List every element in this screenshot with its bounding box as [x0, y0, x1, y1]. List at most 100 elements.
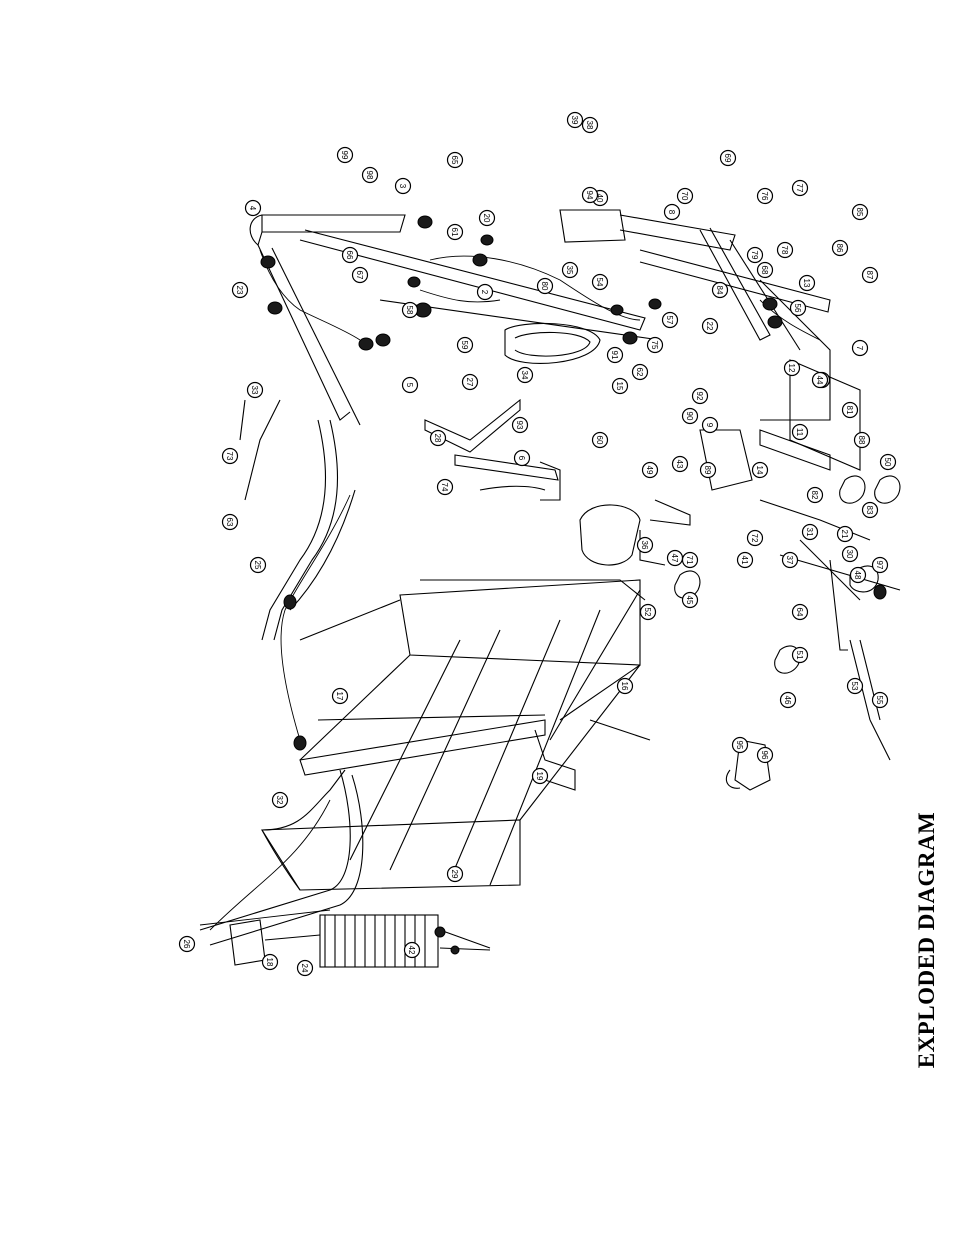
callout-11: 11 [791, 423, 809, 441]
callout-circle [676, 187, 694, 205]
callout-96: 96 [756, 746, 774, 764]
callout-circle [591, 431, 609, 449]
callout-label: 65 [450, 156, 459, 165]
callout-circle [221, 513, 239, 531]
callout-label: 54 [595, 278, 604, 287]
callout-90: 90 [681, 407, 699, 425]
pulleys [260, 215, 887, 955]
callout-label: 90 [685, 412, 694, 421]
callout-label: 66 [345, 251, 354, 260]
callout-82: 82 [806, 486, 824, 504]
callout-24: 24 [296, 959, 314, 977]
callout-55: 55 [871, 691, 889, 709]
callout-label: 57 [665, 316, 674, 325]
callout-label: 14 [755, 466, 764, 475]
callout-circle [561, 261, 579, 279]
callout-label: 68 [760, 266, 769, 275]
callout-label: 6 [517, 456, 526, 461]
callout-label: 98 [365, 171, 374, 180]
callout-14: 14 [751, 461, 769, 479]
callout-circle [746, 529, 764, 547]
callout-circle [861, 266, 879, 284]
callout-label: 83 [865, 506, 874, 515]
callout-circle [221, 447, 239, 465]
callout-63: 63 [221, 513, 239, 531]
callout-circle [341, 246, 359, 264]
callout-57: 57 [661, 311, 679, 329]
callout-47: 47 [666, 549, 684, 567]
callout-43: 43 [671, 455, 689, 473]
callout-99: 99 [336, 146, 354, 164]
callout-66: 66 [341, 246, 359, 264]
callout-label: 42 [407, 946, 416, 955]
callout-label: 64 [795, 608, 804, 617]
callout-label: 61 [450, 228, 459, 237]
callout-circle [681, 591, 699, 609]
callout-circle [701, 416, 719, 434]
callout-circle [401, 301, 419, 319]
callout-69: 69 [719, 149, 737, 167]
callout-4: 4 [244, 199, 262, 217]
callout-label: 94 [585, 191, 594, 200]
callout-circle [429, 429, 447, 447]
callout-88: 88 [853, 431, 871, 449]
callout-74: 74 [436, 478, 454, 496]
callout-53: 53 [846, 677, 864, 695]
callout-circle [566, 111, 584, 129]
callout-label: 87 [865, 271, 874, 280]
callout-label: 69 [723, 154, 732, 163]
callout-circle [261, 953, 279, 971]
callout-label: 46 [783, 696, 792, 705]
callout-circle [871, 556, 889, 574]
callout-circle [581, 116, 599, 134]
callout-label: 55 [875, 696, 884, 705]
callout-label: 47 [670, 554, 679, 563]
callout-95: 95 [731, 736, 749, 754]
callout-label: 38 [585, 121, 594, 130]
callout-label: 67 [355, 271, 364, 280]
callout-circle [461, 373, 479, 391]
callout-circle [783, 359, 801, 377]
callout-label: 5 [405, 383, 414, 388]
callout-34: 34 [516, 366, 534, 384]
callout-73: 73 [221, 447, 239, 465]
callout-circle [646, 336, 664, 354]
callout-21: 21 [836, 525, 854, 543]
callout-circle [791, 603, 809, 621]
callout-41: 41 [736, 551, 754, 569]
callout-label: 7 [855, 346, 864, 351]
callout-25: 25 [249, 556, 267, 574]
callout-87: 87 [861, 266, 879, 284]
callout-label: 79 [750, 251, 759, 260]
callout-label: 73 [225, 452, 234, 461]
callout-circle [736, 551, 754, 569]
callout-circle [836, 525, 854, 543]
callout-circle [178, 935, 196, 953]
callout-label: 3 [398, 184, 407, 189]
callout-label: 60 [595, 436, 604, 445]
frame-lines [199, 209, 901, 968]
callout-label: 2 [480, 290, 489, 295]
callout-label: 51 [795, 651, 804, 660]
callout-45: 45 [681, 591, 699, 609]
callout-label: 96 [760, 751, 769, 760]
callout-78: 78 [776, 241, 794, 259]
callout-circle [336, 146, 354, 164]
callout-85: 85 [851, 203, 869, 221]
callout-label: 86 [835, 244, 844, 253]
callout-circle [779, 691, 797, 709]
callout-circle [846, 677, 864, 695]
callout-5: 5 [401, 376, 419, 394]
callout-label: 36 [640, 541, 649, 550]
callout-circle [446, 223, 464, 241]
callout-circle [271, 791, 289, 809]
callout-circle [701, 317, 719, 335]
callout-label: 52 [643, 608, 652, 617]
callout-86: 86 [831, 239, 849, 257]
callout-98: 98 [361, 166, 379, 184]
callout-circle [851, 203, 869, 221]
callout-label: 15 [615, 382, 624, 391]
callout-label: 88 [857, 436, 866, 445]
callout-circle [246, 381, 264, 399]
callout-circle [476, 283, 494, 301]
